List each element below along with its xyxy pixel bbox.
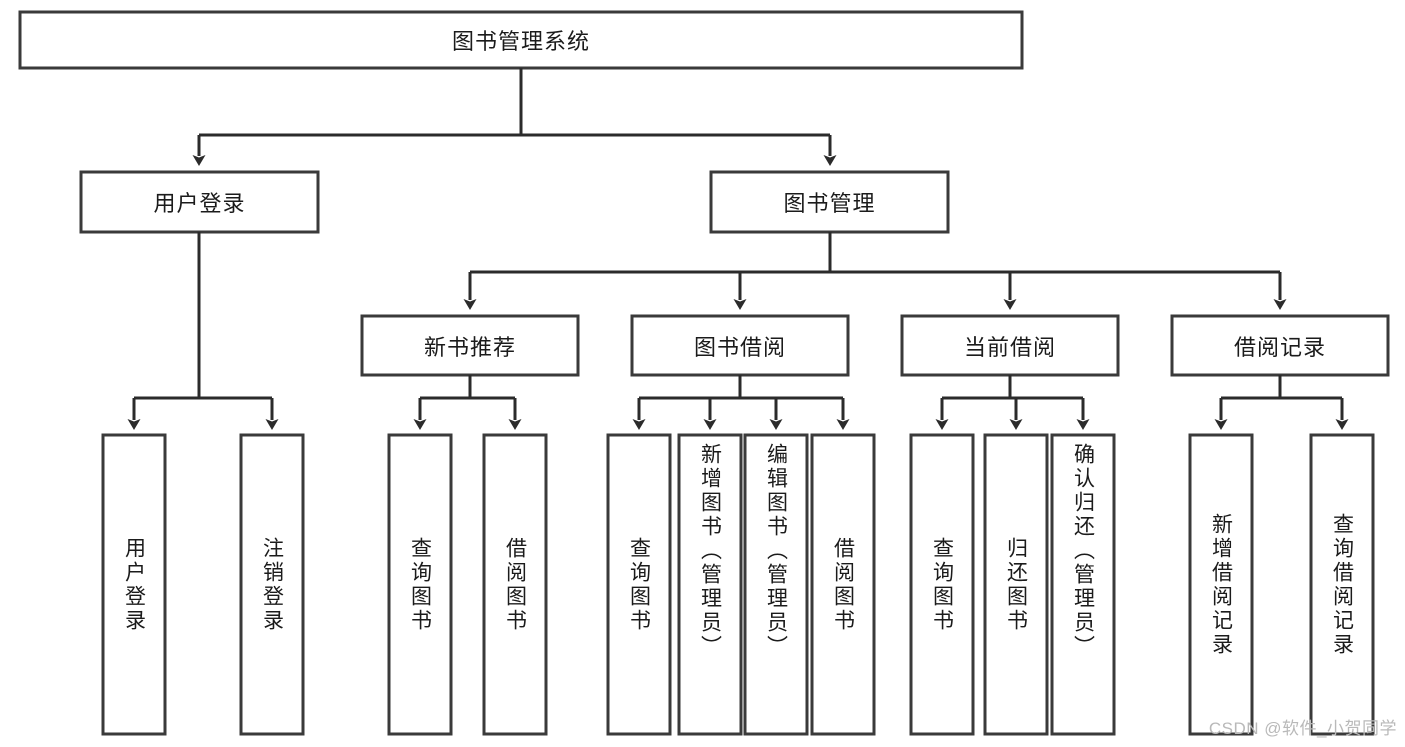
leaf-box-user-login[interactable] — [101, 433, 167, 736]
leaf-box-query-book-rec[interactable] — [387, 433, 453, 736]
node-box-user-login[interactable] — [79, 170, 320, 234]
leaf-box-query-book-borrow[interactable] — [606, 433, 672, 736]
leaf-box-confirm-return-admin[interactable] — [1050, 433, 1116, 736]
leaf-box-add-borrow-record[interactable] — [1188, 433, 1254, 736]
node-boxes — [18, 10, 1390, 736]
connectors — [127, 68, 1349, 430]
node-box-root[interactable] — [18, 10, 1024, 70]
leaf-box-return-book[interactable] — [983, 433, 1049, 736]
node-box-borrow-record[interactable] — [1170, 314, 1390, 377]
leaf-box-query-borrow-record[interactable] — [1309, 433, 1375, 736]
leaf-box-query-book-current[interactable] — [909, 433, 975, 736]
leaf-box-borrow-book-rec[interactable] — [482, 433, 548, 736]
leaf-box-edit-book-admin[interactable] — [743, 433, 809, 736]
leaf-box-logout[interactable] — [239, 433, 305, 736]
leaf-box-add-book-admin[interactable] — [677, 433, 743, 736]
node-box-book-management[interactable] — [709, 170, 950, 234]
leaf-box-borrow-book[interactable] — [810, 433, 876, 736]
node-box-current-borrow[interactable] — [900, 314, 1120, 377]
node-box-new-book-recommend[interactable] — [360, 314, 580, 377]
node-box-book-borrow[interactable] — [630, 314, 850, 377]
